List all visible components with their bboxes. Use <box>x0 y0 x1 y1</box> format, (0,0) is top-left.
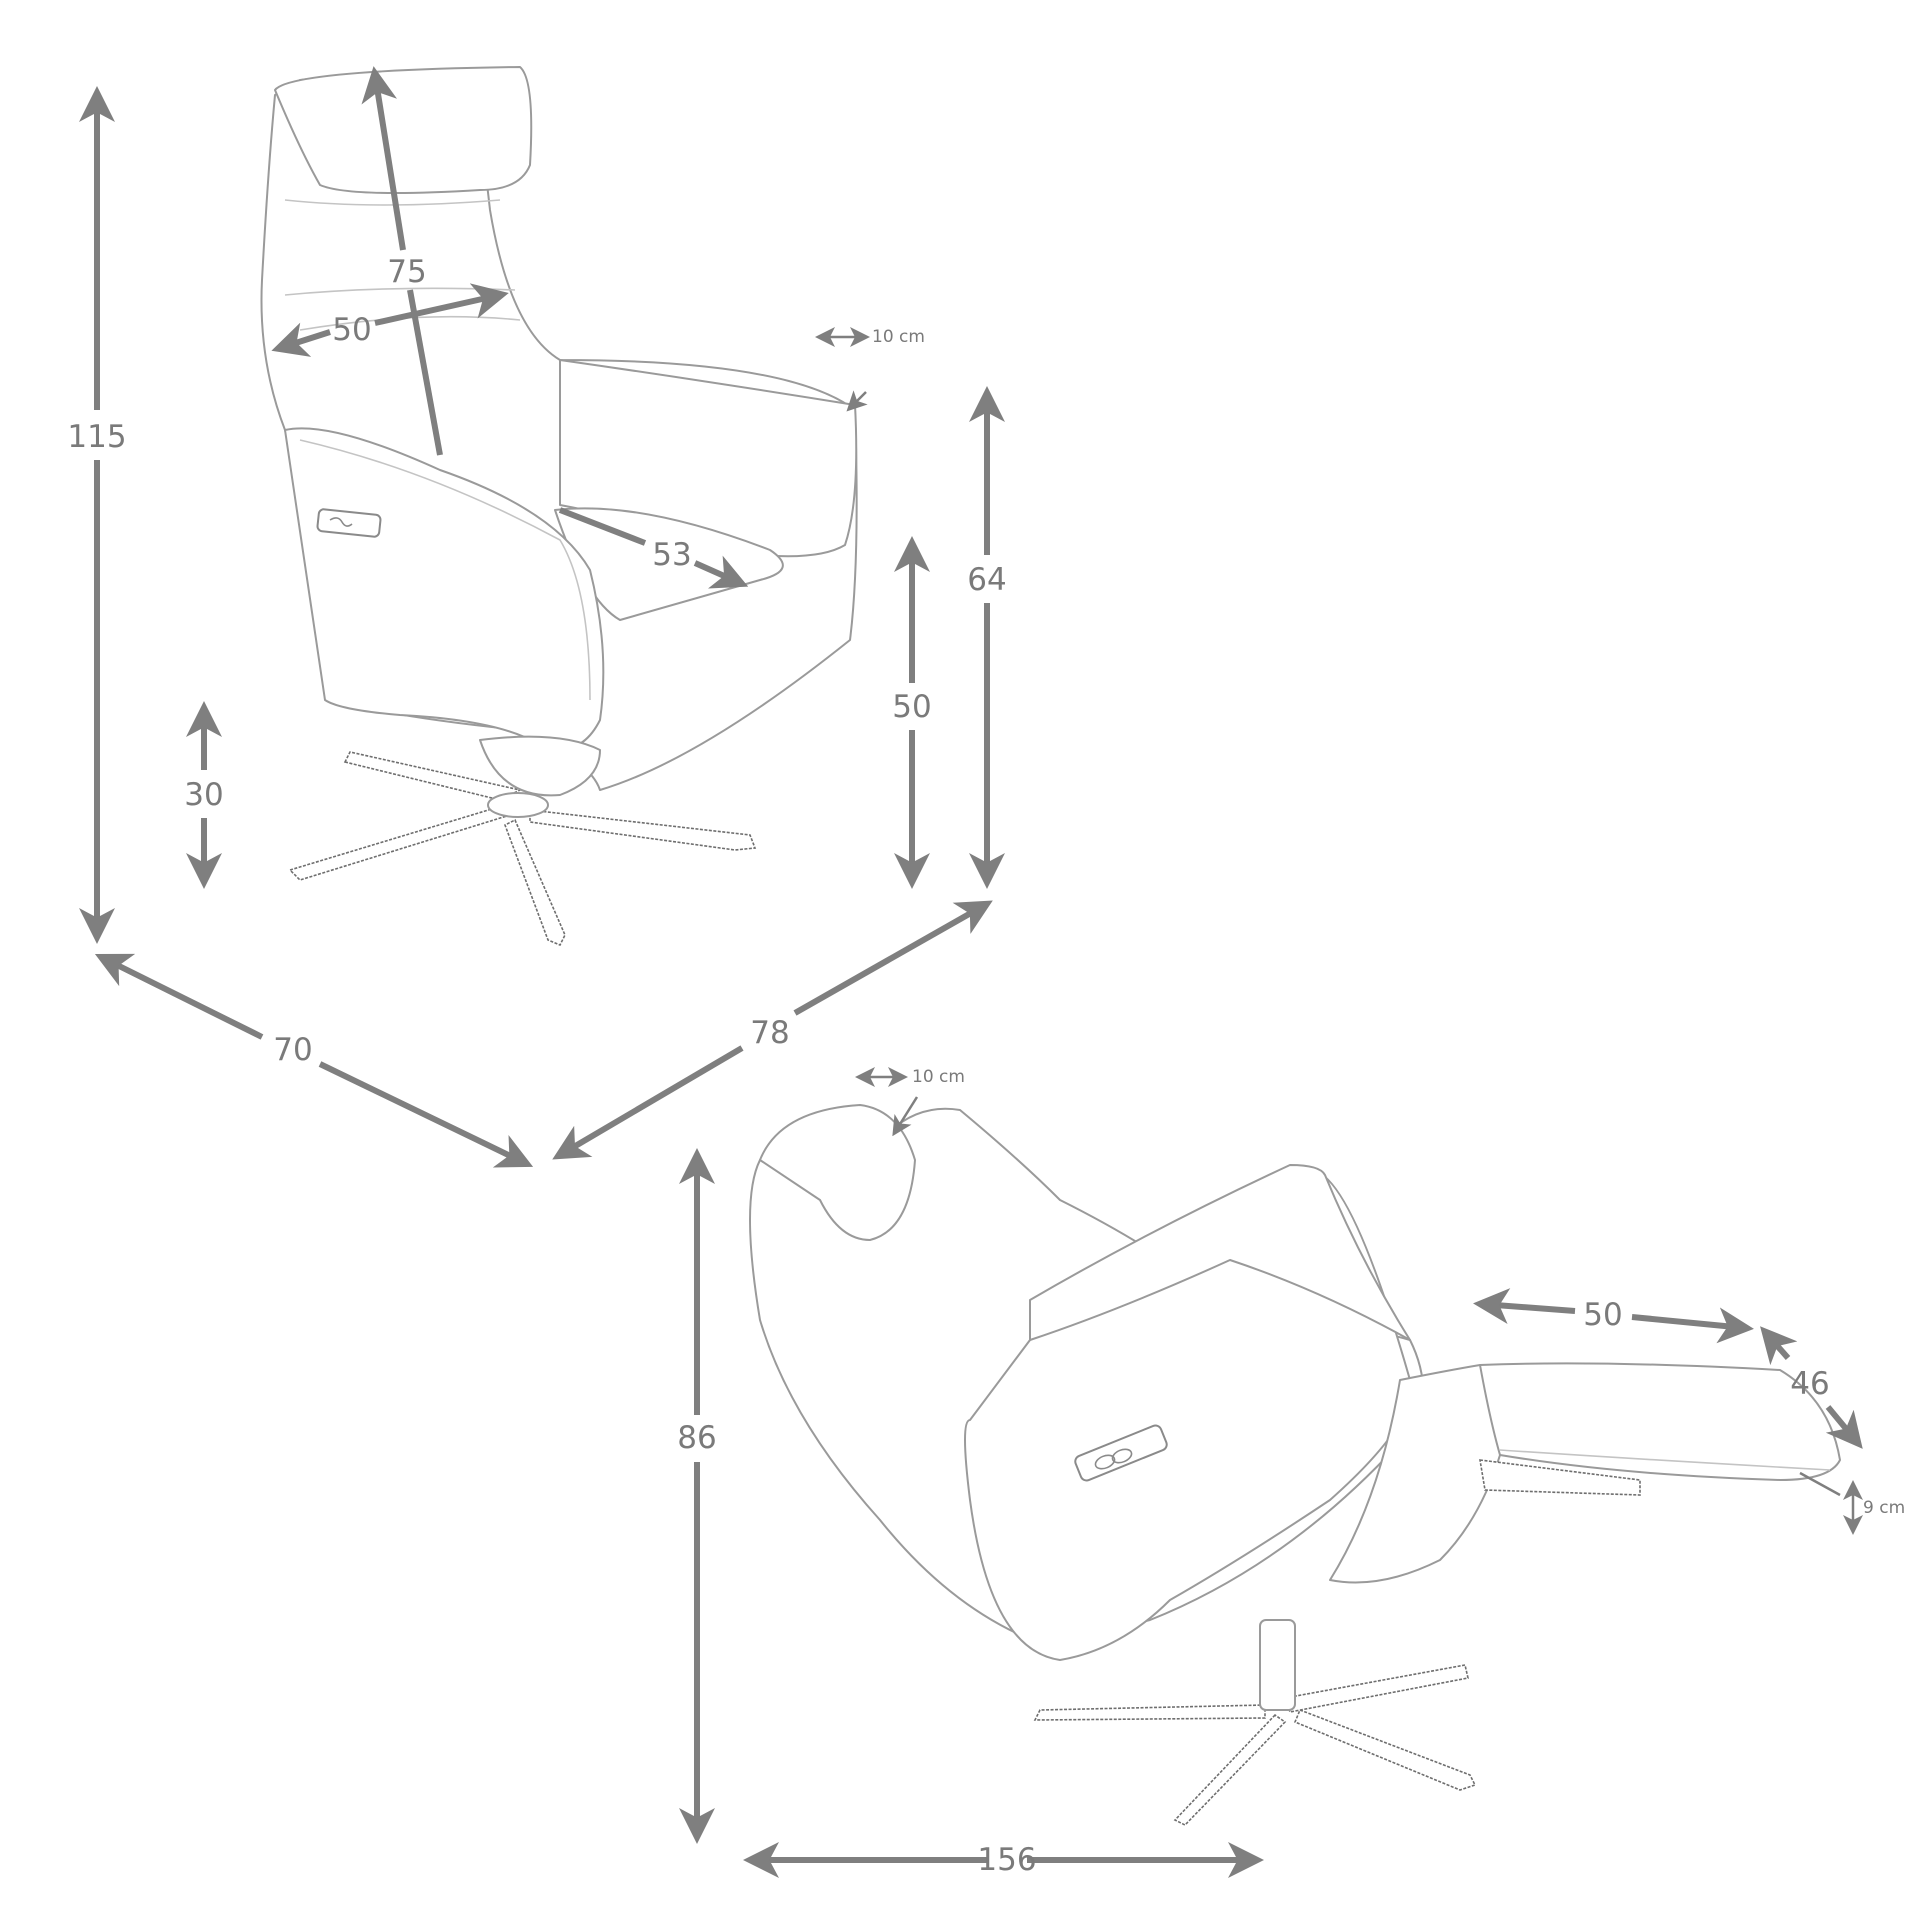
label-78: 78 <box>750 1015 789 1051</box>
dim-footrest-thickness: 9 cm <box>1799 1471 1905 1535</box>
reclined-chair-headrest <box>759 1104 916 1241</box>
dim-total-length: 156 <box>743 1842 1264 1878</box>
reclined-remote-control-icon <box>1074 1424 1168 1482</box>
reclined-dimensions: 86 156 50 46 9 cm 10 cm <box>677 1067 1905 1878</box>
dim-base-clearance: 30 <box>184 701 224 889</box>
label-64: 64 <box>967 562 1006 598</box>
label-115: 115 <box>67 419 126 455</box>
dim-seat-height: 50 <box>892 536 932 889</box>
reclined-chair-footrest <box>1476 1362 1841 1481</box>
reclined-chair-sketch <box>749 1104 1841 1826</box>
dim-depth: 78 <box>552 900 993 1160</box>
dim-backrest-length: 75 <box>361 66 443 456</box>
reclined-scale-note: 10 cm <box>855 1067 965 1137</box>
upright-chair-sketch <box>260 66 858 947</box>
upright-chair-headrest <box>274 66 533 195</box>
label-9cm: 9 cm <box>1863 1498 1905 1518</box>
dim-seat-depth: 53 <box>558 507 749 589</box>
reclined-chair-base <box>1033 1619 1477 1826</box>
label-50-footrest: 50 <box>1583 1297 1622 1333</box>
upright-scale-note: 10 cm <box>815 327 925 412</box>
label-70: 70 <box>273 1032 312 1068</box>
upright-dimensions: 115 75 50 53 50 64 <box>67 66 1007 1168</box>
label-10cm-reclined: 10 cm <box>912 1067 965 1087</box>
label-53: 53 <box>652 537 691 573</box>
dim-width: 70 <box>94 953 534 1168</box>
dim-footrest-width: 46 <box>1760 1326 1863 1449</box>
label-156: 156 <box>977 1842 1036 1878</box>
upright-chair-seat <box>554 507 784 621</box>
dim-backrest-width: 50 <box>271 283 509 357</box>
label-46: 46 <box>1790 1366 1829 1402</box>
dim-total-height-reclined: 86 <box>677 1148 717 1844</box>
dim-footrest-length: 50 <box>1473 1288 1754 1344</box>
label-50-backrest: 50 <box>332 312 371 348</box>
upright-remote-control-icon <box>316 508 382 538</box>
label-10cm-upright: 10 cm <box>872 327 925 347</box>
dim-total-height-upright: 115 <box>67 86 127 944</box>
label-50-seat-height: 50 <box>892 689 931 725</box>
label-86: 86 <box>677 1420 716 1456</box>
label-75: 75 <box>387 254 426 290</box>
upright-chair-base <box>288 751 757 947</box>
label-30: 30 <box>184 777 223 813</box>
dim-armrest-height: 64 <box>967 386 1007 889</box>
